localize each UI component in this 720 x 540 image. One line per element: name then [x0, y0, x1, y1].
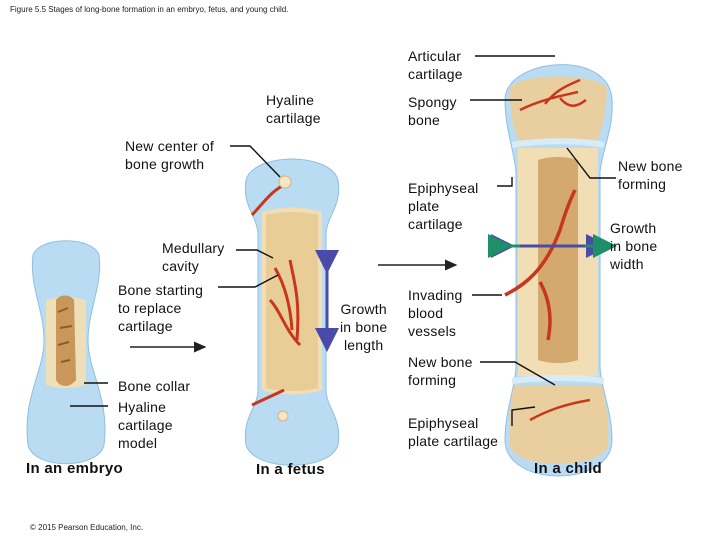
- label-epiphyseal-plate-cartilage-top: Epiphyseal plate cartilage: [408, 180, 479, 232]
- label-hyaline-cartilage: Hyaline cartilage: [266, 92, 321, 126]
- bone-collar-texture: [56, 295, 76, 386]
- copyright-notice: © 2015 Pearson Education, Inc.: [30, 523, 144, 532]
- fetus-bone: [244, 158, 340, 466]
- label-bone-collar: Bone collar: [118, 378, 191, 394]
- child-bone: [504, 64, 613, 477]
- figure-caption: Figure 5.5 Stages of long-bone formation…: [10, 5, 289, 14]
- label-invading-blood-vessels: Invading blood vessels: [408, 287, 463, 339]
- label-growth-bone-width: Growth in bone width: [610, 220, 658, 272]
- label-epiphyseal-plate-cartilage-bottom: Epiphyseal plate cartilage: [408, 415, 499, 449]
- stage-caption-fetus: In a fetus: [256, 461, 325, 478]
- embryo-bone: [26, 240, 106, 465]
- label-new-bone-forming-top: New bone forming: [618, 158, 683, 192]
- label-spongy-bone: Spongy bone: [408, 94, 457, 128]
- label-hyaline-cartilage-model: Hyaline cartilage model: [118, 399, 173, 451]
- label-articular-cartilage: Articular cartilage: [408, 48, 463, 82]
- label-growth-bone-length: Growth in bone length: [340, 301, 388, 353]
- leader-lines: [70, 55, 616, 426]
- label-new-center-bone-growth: New center of bone growth: [125, 138, 214, 172]
- label-bone-starting-replace-cartilage: Bone starting to replace cartilage: [118, 282, 204, 334]
- label-medullary-cavity: Medullary cavity: [162, 240, 225, 274]
- stage-caption-child: In a child: [534, 460, 603, 477]
- stage-caption-embryo: In an embryo: [26, 460, 123, 477]
- label-new-bone-forming-bottom: New bone forming: [408, 354, 473, 388]
